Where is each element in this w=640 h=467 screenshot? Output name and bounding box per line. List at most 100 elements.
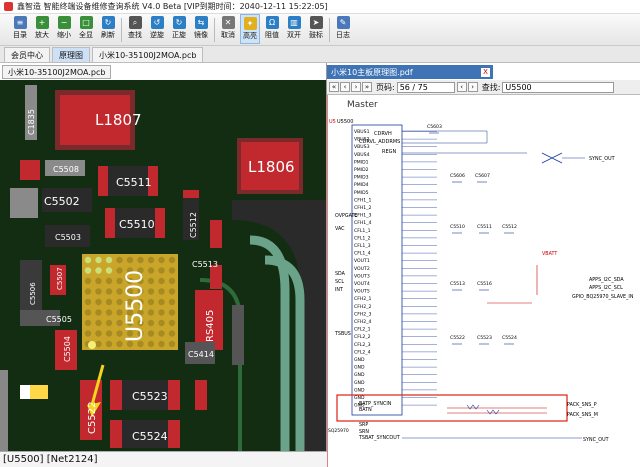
toolbar-button-highlight[interactable]: ✦ 高亮 bbox=[240, 14, 260, 44]
toolbar-button-find[interactable]: ⌕ 查找 bbox=[125, 14, 145, 44]
toolbar-button-zoom-out[interactable]: − 缩小 bbox=[54, 14, 74, 44]
pcb-label-c5508: C5508 bbox=[53, 165, 79, 174]
pcb-pane-tab[interactable]: 小米10-35100J2MOA.pcb bbox=[2, 65, 112, 79]
bga-ball bbox=[147, 277, 155, 285]
capacitor-label: C5606 bbox=[450, 173, 465, 179]
last-page-icon[interactable]: » bbox=[362, 82, 372, 92]
bga-ball bbox=[84, 277, 92, 285]
prev-icon[interactable]: ‹ bbox=[456, 82, 467, 92]
chip-pin-label: VBUS3 bbox=[354, 144, 370, 150]
toolbar-button-log[interactable]: ✎日志 bbox=[333, 14, 353, 44]
svg-text:CDRVL_ADDRMS: CDRVL_ADDRMS bbox=[359, 139, 400, 145]
prev-page-icon[interactable]: ‹ bbox=[340, 82, 350, 92]
net-label: SYNC_OUT bbox=[589, 156, 615, 162]
page-label: 页码: bbox=[376, 82, 395, 92]
capacitor-label: C5512 bbox=[502, 224, 517, 230]
bga-ball bbox=[168, 309, 176, 316]
toolbar-button-label: 缩小 bbox=[57, 31, 71, 39]
pdf-viewer-pane: 小米10主板原理图.pdf X « ‹ › » 页码: ‹ › 查找: Mast… bbox=[327, 63, 640, 467]
capacitor-label: C5523 bbox=[477, 335, 492, 341]
toolbar-button-cancel[interactable]: ✕取消 bbox=[218, 14, 238, 44]
pcb-label-c5414: C5414 bbox=[188, 350, 214, 359]
window-title: 鑫智造 智能终端设备维修查询系统 V4.0 Beta [VIP到期时间：2040… bbox=[17, 2, 328, 11]
toolbar-button-refresh[interactable]: ↻刷新 bbox=[98, 14, 118, 44]
bga-ball bbox=[105, 256, 113, 264]
signal-label: VAC bbox=[335, 226, 345, 232]
highlight-icon: ✦ bbox=[243, 17, 257, 30]
toolbar-button-cursor[interactable]: ➤ 鼓标 bbox=[306, 14, 326, 44]
bga-ball bbox=[137, 288, 144, 295]
bga-ball bbox=[137, 319, 144, 327]
pcb-label-c5523: C5523 bbox=[132, 390, 168, 403]
pcb-label-c5522: C5522 bbox=[87, 402, 98, 434]
bga-ball bbox=[137, 256, 144, 264]
capacitor-label: C5607 bbox=[475, 173, 490, 179]
toolbar-button-label: 查找 bbox=[128, 31, 142, 39]
cancel-icon: ✕ bbox=[221, 16, 235, 29]
pcb-label-c5511: C5511 bbox=[116, 176, 152, 189]
bga-ball bbox=[147, 256, 155, 264]
pdf-tab[interactable]: 小米10主板原理图.pdf X bbox=[327, 65, 493, 79]
close-icon[interactable]: X bbox=[481, 67, 490, 77]
signal-label: OVPGATE bbox=[335, 213, 357, 219]
toolbar-button-label: 刷新 bbox=[101, 31, 115, 39]
pcb-label-u5500: U5500 bbox=[123, 270, 148, 342]
bga-ball bbox=[105, 277, 113, 285]
bga-ball bbox=[168, 319, 176, 327]
bga-ball bbox=[95, 298, 102, 306]
toolbar-button-mirror[interactable]: ⇆镜像 bbox=[191, 14, 211, 44]
net-label: PACK_SNS_P bbox=[567, 402, 597, 408]
pcb-board-canvas[interactable]: L1807 L1806 C5511 C5502 C5510 C5503 C551… bbox=[0, 80, 326, 451]
bga-ball bbox=[116, 298, 123, 306]
bga-ball bbox=[137, 267, 144, 274]
bga-ball bbox=[116, 319, 123, 327]
capacitor-label: C5516 bbox=[477, 281, 492, 287]
toolbar-button-rotate-cw[interactable]: ↻正旋 bbox=[169, 14, 189, 44]
next-icon[interactable]: › bbox=[467, 82, 478, 92]
tab-member-center[interactable]: 会员中心 bbox=[4, 47, 50, 62]
chip-pin-label: CFH1_2 bbox=[354, 205, 372, 211]
toolbar-button-catalog[interactable]: ≡目录 bbox=[10, 14, 30, 44]
mirror-icon: ⇆ bbox=[194, 16, 208, 29]
first-page-icon[interactable]: « bbox=[329, 82, 339, 92]
page-input[interactable] bbox=[396, 81, 455, 93]
bga-ball bbox=[168, 277, 176, 285]
schematic-title: Master bbox=[347, 100, 378, 110]
bga-ball bbox=[126, 256, 134, 264]
search-input[interactable] bbox=[502, 81, 615, 93]
toolbar-button-label: 高亮 bbox=[243, 32, 257, 40]
capacitor-label: C5511 bbox=[477, 224, 492, 230]
chip-pin-label: PMID5 bbox=[354, 190, 369, 196]
toolbar-button-zoom-in[interactable]: +放大 bbox=[32, 14, 52, 44]
cursor-icon: ➤ bbox=[309, 16, 323, 29]
toolbar-button-label: 鼓标 bbox=[309, 31, 323, 39]
app-logo-icon bbox=[4, 2, 13, 11]
toolbar-button-fit[interactable]: □全显 bbox=[76, 14, 96, 44]
capacitor-label: C5510 bbox=[450, 224, 465, 230]
pdf-toolbar: « ‹ › » 页码: ‹ › 查找: bbox=[327, 80, 640, 95]
bga-ball bbox=[158, 340, 165, 348]
toolbar-button-rotate-ccw[interactable]: ↺逆旋 bbox=[147, 14, 167, 44]
bga-ball bbox=[84, 330, 92, 337]
signal-label: TSBAT_SYNCOUT bbox=[358, 435, 400, 441]
bga-ball bbox=[105, 340, 113, 348]
bga-ball bbox=[95, 319, 102, 327]
zoom-out-icon: − bbox=[57, 16, 71, 29]
signal-label: TSBUS bbox=[334, 331, 351, 337]
signal-label: SRN bbox=[359, 429, 369, 435]
pcb-viewer-pane: 小米10-35100J2MOA.pcb bbox=[0, 63, 327, 451]
bga-ball bbox=[158, 277, 165, 285]
find-icon: ⌕ bbox=[128, 16, 142, 29]
chip-pin-label: CFL2_4 bbox=[354, 349, 371, 355]
bga-ball bbox=[147, 288, 155, 295]
tab-pcb[interactable]: 小米10-35100J2MOA.pcb bbox=[92, 47, 204, 62]
chip-pin-label: VOUT2 bbox=[354, 266, 370, 272]
toolbar-button-split[interactable]: ▥双开 bbox=[284, 14, 304, 44]
bga-ball bbox=[158, 298, 165, 306]
tab-schematic[interactable]: 原理图 bbox=[52, 47, 90, 62]
chip-pin-label: GND bbox=[354, 365, 365, 371]
next-page-icon[interactable]: › bbox=[351, 82, 361, 92]
log-icon: ✎ bbox=[336, 16, 350, 29]
